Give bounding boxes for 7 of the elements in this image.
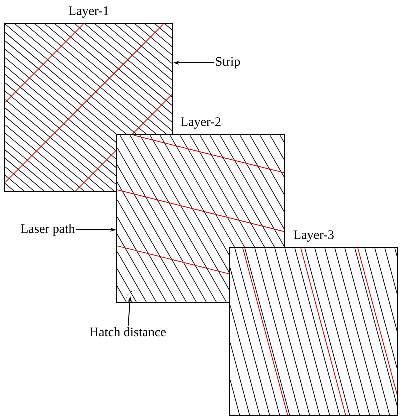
callout-text: Hatch distance xyxy=(90,327,166,337)
callout-text: Strip xyxy=(216,57,240,69)
node-label: Layer-3 xyxy=(294,230,334,242)
node-label: Layer-2 xyxy=(180,118,221,130)
callout-text: Laser path xyxy=(21,224,76,236)
hatched-layer-square: Layer-3 xyxy=(230,230,398,416)
node-label: Layer-1 xyxy=(68,6,109,18)
